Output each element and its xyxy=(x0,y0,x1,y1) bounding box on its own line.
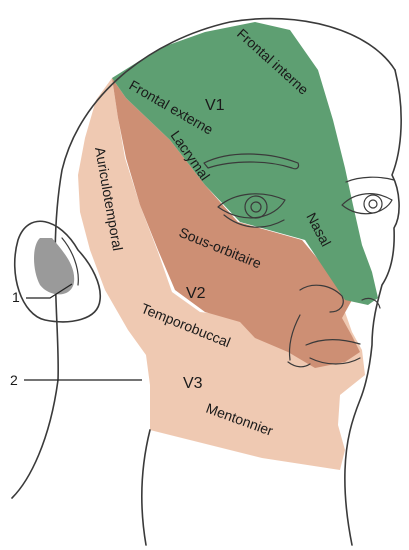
face-profile xyxy=(345,70,401,545)
marker-2: 2 xyxy=(10,372,18,388)
far-eye-pupil xyxy=(369,200,377,208)
label-v1: V1 xyxy=(205,97,225,114)
label-v3: V3 xyxy=(183,375,203,392)
far-eye-iris xyxy=(364,195,382,213)
neck-outline xyxy=(142,430,150,545)
far-eyebrow xyxy=(346,177,394,182)
label-v2: V2 xyxy=(186,285,206,302)
marker-1: 1 xyxy=(12,289,20,305)
